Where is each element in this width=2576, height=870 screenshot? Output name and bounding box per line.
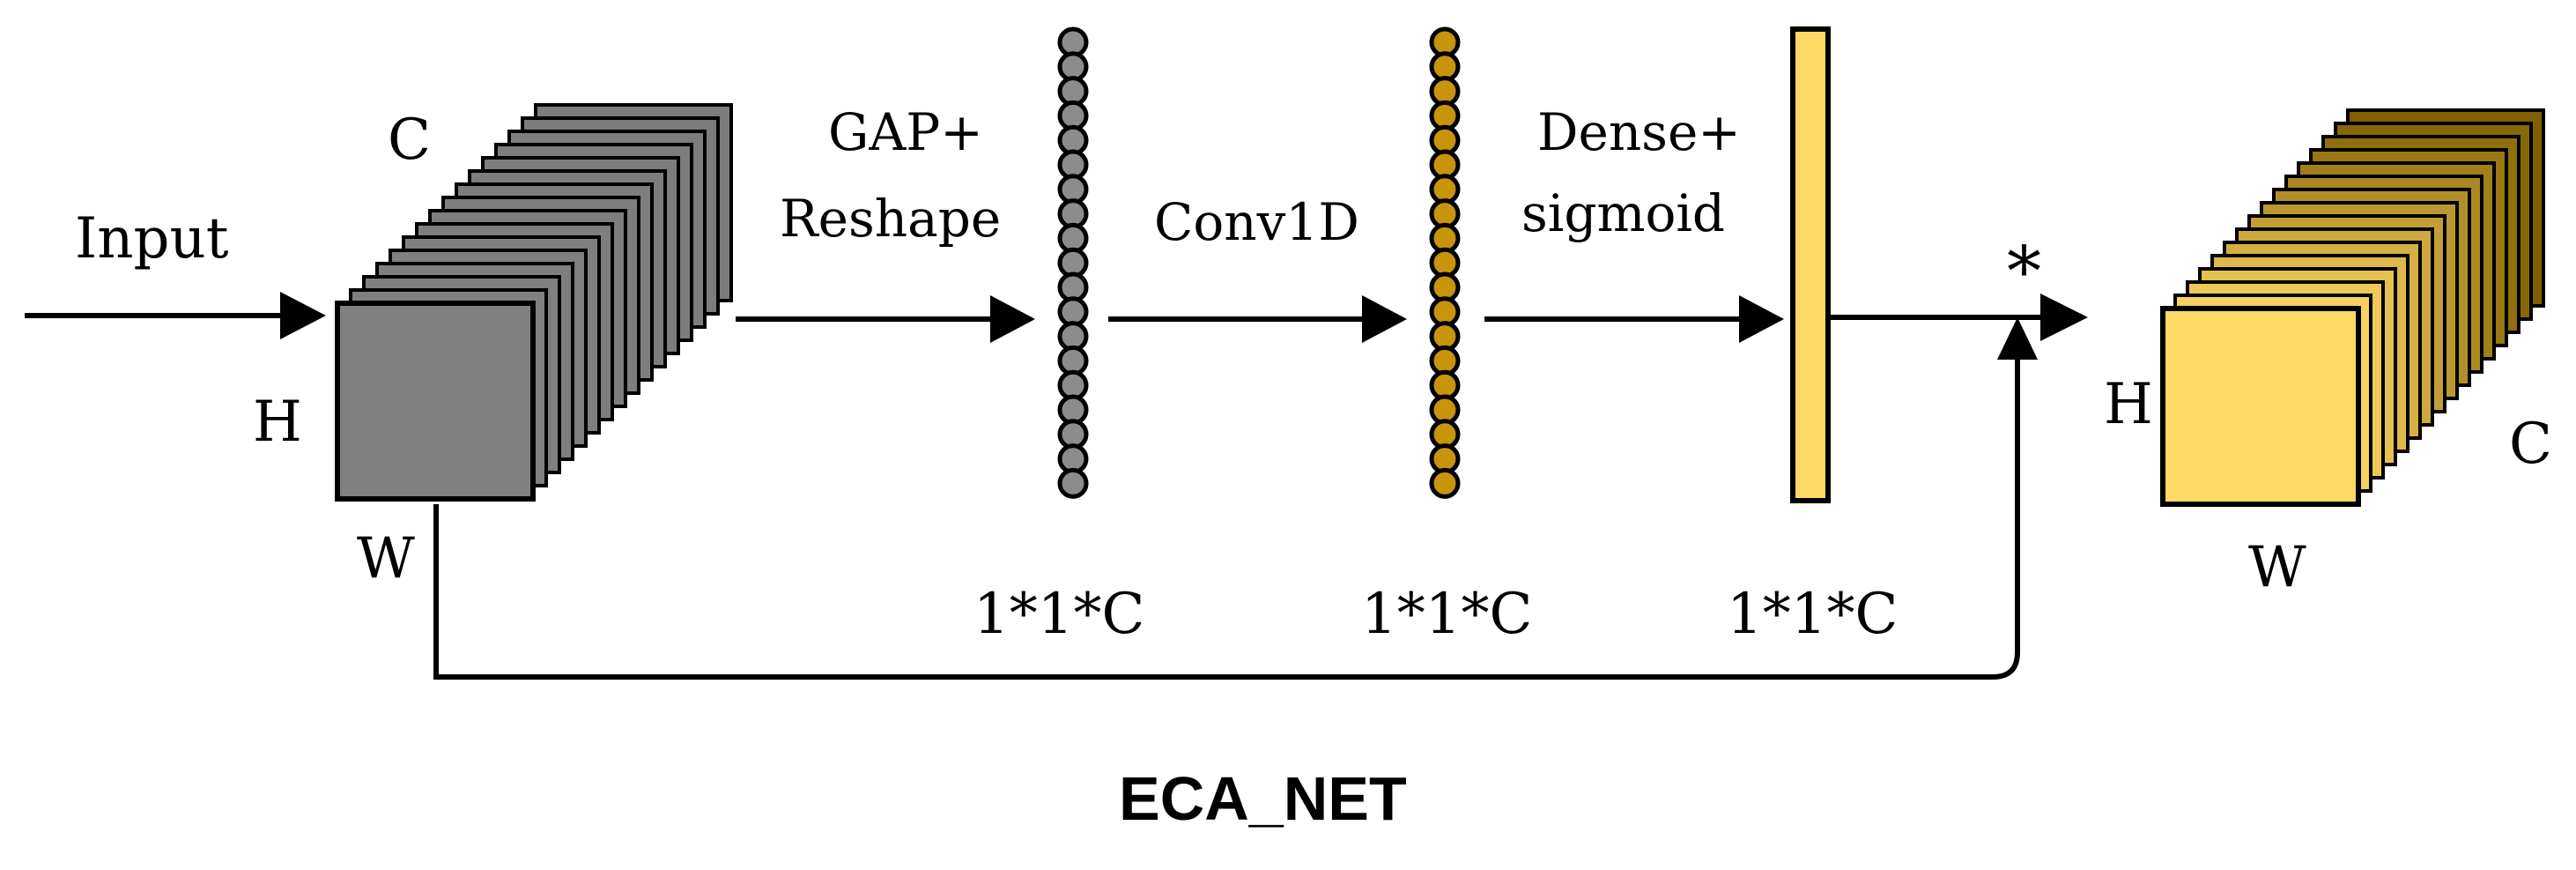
input-width-label: W bbox=[357, 526, 415, 591]
gap-channel-unit bbox=[1057, 467, 1089, 499]
dense-arrow bbox=[1484, 295, 1784, 343]
input-feature-map-front-slice bbox=[335, 301, 536, 502]
gap-output-shape: 1*1*C bbox=[973, 582, 1144, 647]
conv1d-channel-vector bbox=[1429, 26, 1461, 499]
output-feature-map bbox=[2160, 108, 2545, 507]
scale-arrow bbox=[1828, 294, 2088, 341]
output-channel-label: C bbox=[2509, 412, 2552, 477]
attention-weights-bar bbox=[1790, 26, 1831, 503]
input-arrow bbox=[25, 292, 326, 339]
input-feature-map bbox=[335, 103, 733, 502]
multiply-symbol: * bbox=[2007, 233, 2041, 312]
output-feature-map-front-slice bbox=[2160, 306, 2361, 507]
input-label: Input bbox=[75, 206, 229, 271]
dense-sigmoid-label-line1: Dense+ bbox=[1537, 102, 1741, 162]
output-height-label: H bbox=[2104, 372, 2153, 437]
input-channel-label: C bbox=[388, 108, 431, 173]
input-height-label: H bbox=[253, 390, 302, 455]
conv1d-arrow bbox=[1108, 295, 1407, 343]
conv1d-output-shape: 1*1*C bbox=[1361, 582, 1532, 647]
gap-reshape-label-line1: GAP+ bbox=[828, 102, 983, 162]
skip-connection bbox=[433, 317, 2038, 680]
output-width-label: W bbox=[2248, 535, 2306, 600]
conv1d-channel-unit bbox=[1429, 467, 1461, 499]
gap-channel-vector bbox=[1057, 26, 1089, 499]
conv1d-label: Conv1D bbox=[1154, 192, 1359, 252]
gap-reshape-label-line2: Reshape bbox=[780, 189, 1001, 249]
attention-output-shape: 1*1*C bbox=[1727, 582, 1898, 647]
diagram-title: ECA_NET bbox=[1119, 764, 1407, 833]
dense-sigmoid-label-line2: sigmoid bbox=[1521, 183, 1725, 243]
gap-arrow bbox=[736, 295, 1035, 343]
